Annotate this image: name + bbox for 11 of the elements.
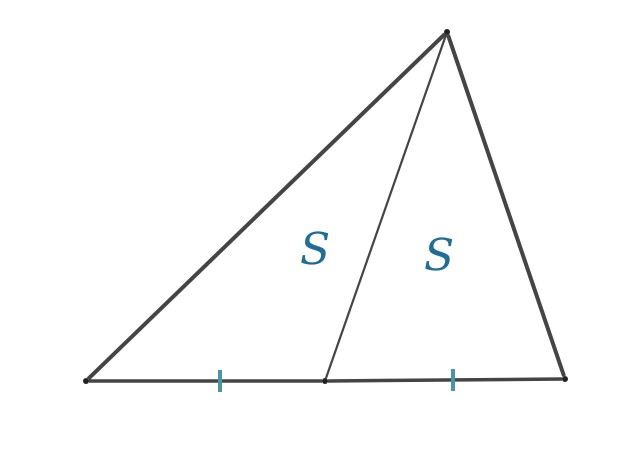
triangle-side [86,32,446,380]
triangle-side [328,377,562,383]
vertex-point [444,29,450,35]
vertex-point [83,378,89,384]
triangle-side [446,34,566,377]
area-label: S [300,228,330,272]
vertex-point [322,378,328,384]
median-line [324,34,448,379]
area-label: S [424,234,454,278]
triangle-side [89,379,322,383]
vertex-point [562,376,568,382]
